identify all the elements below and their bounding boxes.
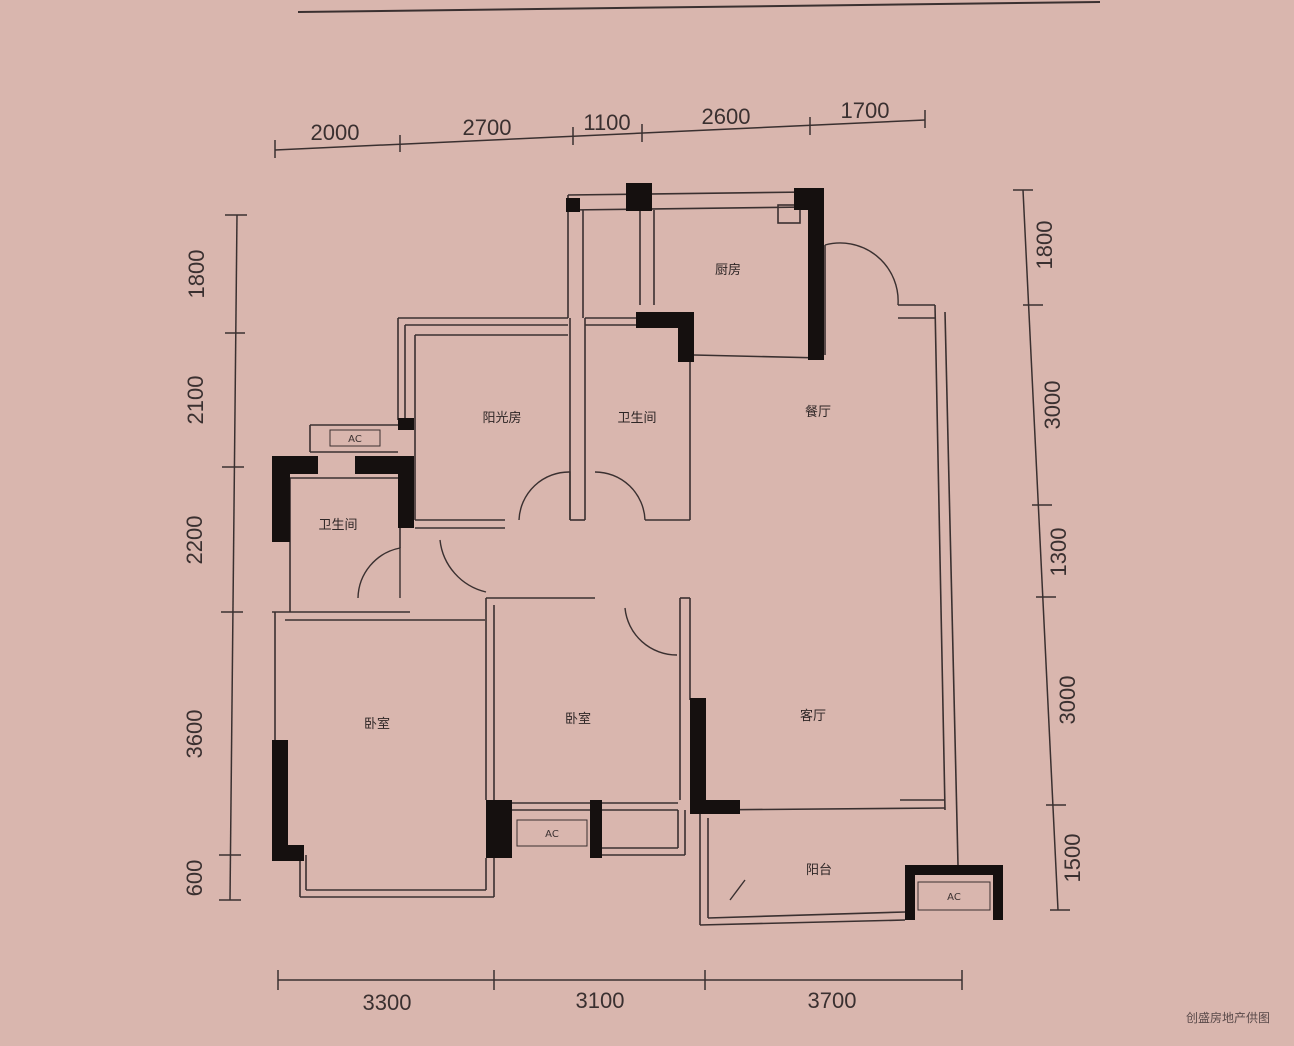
ac-unit-1: AC bbox=[329, 429, 381, 447]
room-bathroom-side-label: 卫生间 bbox=[318, 518, 357, 533]
room-living-label: 客厅 bbox=[800, 708, 826, 724]
dim-right-1: 1800 bbox=[1032, 221, 1057, 270]
dim-top-5: 1700 bbox=[841, 98, 890, 123]
solid-walls bbox=[272, 183, 1003, 920]
room-sunroom-label: 阳光房 bbox=[482, 410, 521, 426]
room-dining-label: 餐厅 bbox=[805, 404, 831, 420]
svg-text:AC: AC bbox=[947, 892, 961, 903]
dim-left-3: 2200 bbox=[182, 516, 207, 565]
dim-left-4: 3600 bbox=[182, 710, 207, 759]
dim-right-3: 1300 bbox=[1046, 528, 1071, 577]
dim-top-3: 1100 bbox=[583, 110, 630, 135]
room-bathroom-main-label: 卫生间 bbox=[617, 411, 656, 426]
dimension-lines bbox=[219, 110, 1070, 990]
svg-text:AC: AC bbox=[545, 829, 559, 840]
dim-bottom-3: 3700 bbox=[808, 988, 857, 1013]
dim-left-5: 600 bbox=[182, 860, 207, 897]
dim-bottom-2: 3100 bbox=[576, 988, 625, 1013]
room-kitchen-label: 厨房 bbox=[715, 262, 741, 278]
door-swings bbox=[357, 242, 899, 901]
dim-right-4: 3000 bbox=[1055, 676, 1080, 725]
ac-unit-2: AC bbox=[516, 819, 588, 847]
dim-right-5: 1500 bbox=[1060, 834, 1085, 883]
image-credit: 创盛房地产供图 bbox=[1185, 1011, 1270, 1025]
page-edge-line bbox=[297, 1, 1101, 13]
room-bedroom-middle-label: 卧室 bbox=[565, 711, 591, 727]
room-balcony-label: 阳台 bbox=[806, 863, 832, 878]
dim-left-2: 2100 bbox=[183, 376, 208, 425]
dim-bottom-1: 3300 bbox=[363, 990, 412, 1015]
dim-right-2: 3000 bbox=[1040, 381, 1065, 430]
dim-top-4: 2600 bbox=[702, 104, 751, 129]
dim-top-2: 2700 bbox=[463, 115, 512, 140]
room-bedroom-left-label: 卧室 bbox=[364, 716, 390, 732]
dim-top-1: 2000 bbox=[311, 120, 360, 145]
ac-unit-3: AC bbox=[917, 881, 991, 911]
dim-left-1: 1800 bbox=[184, 250, 209, 299]
svg-text:AC: AC bbox=[348, 434, 362, 445]
thin-walls bbox=[272, 191, 959, 926]
